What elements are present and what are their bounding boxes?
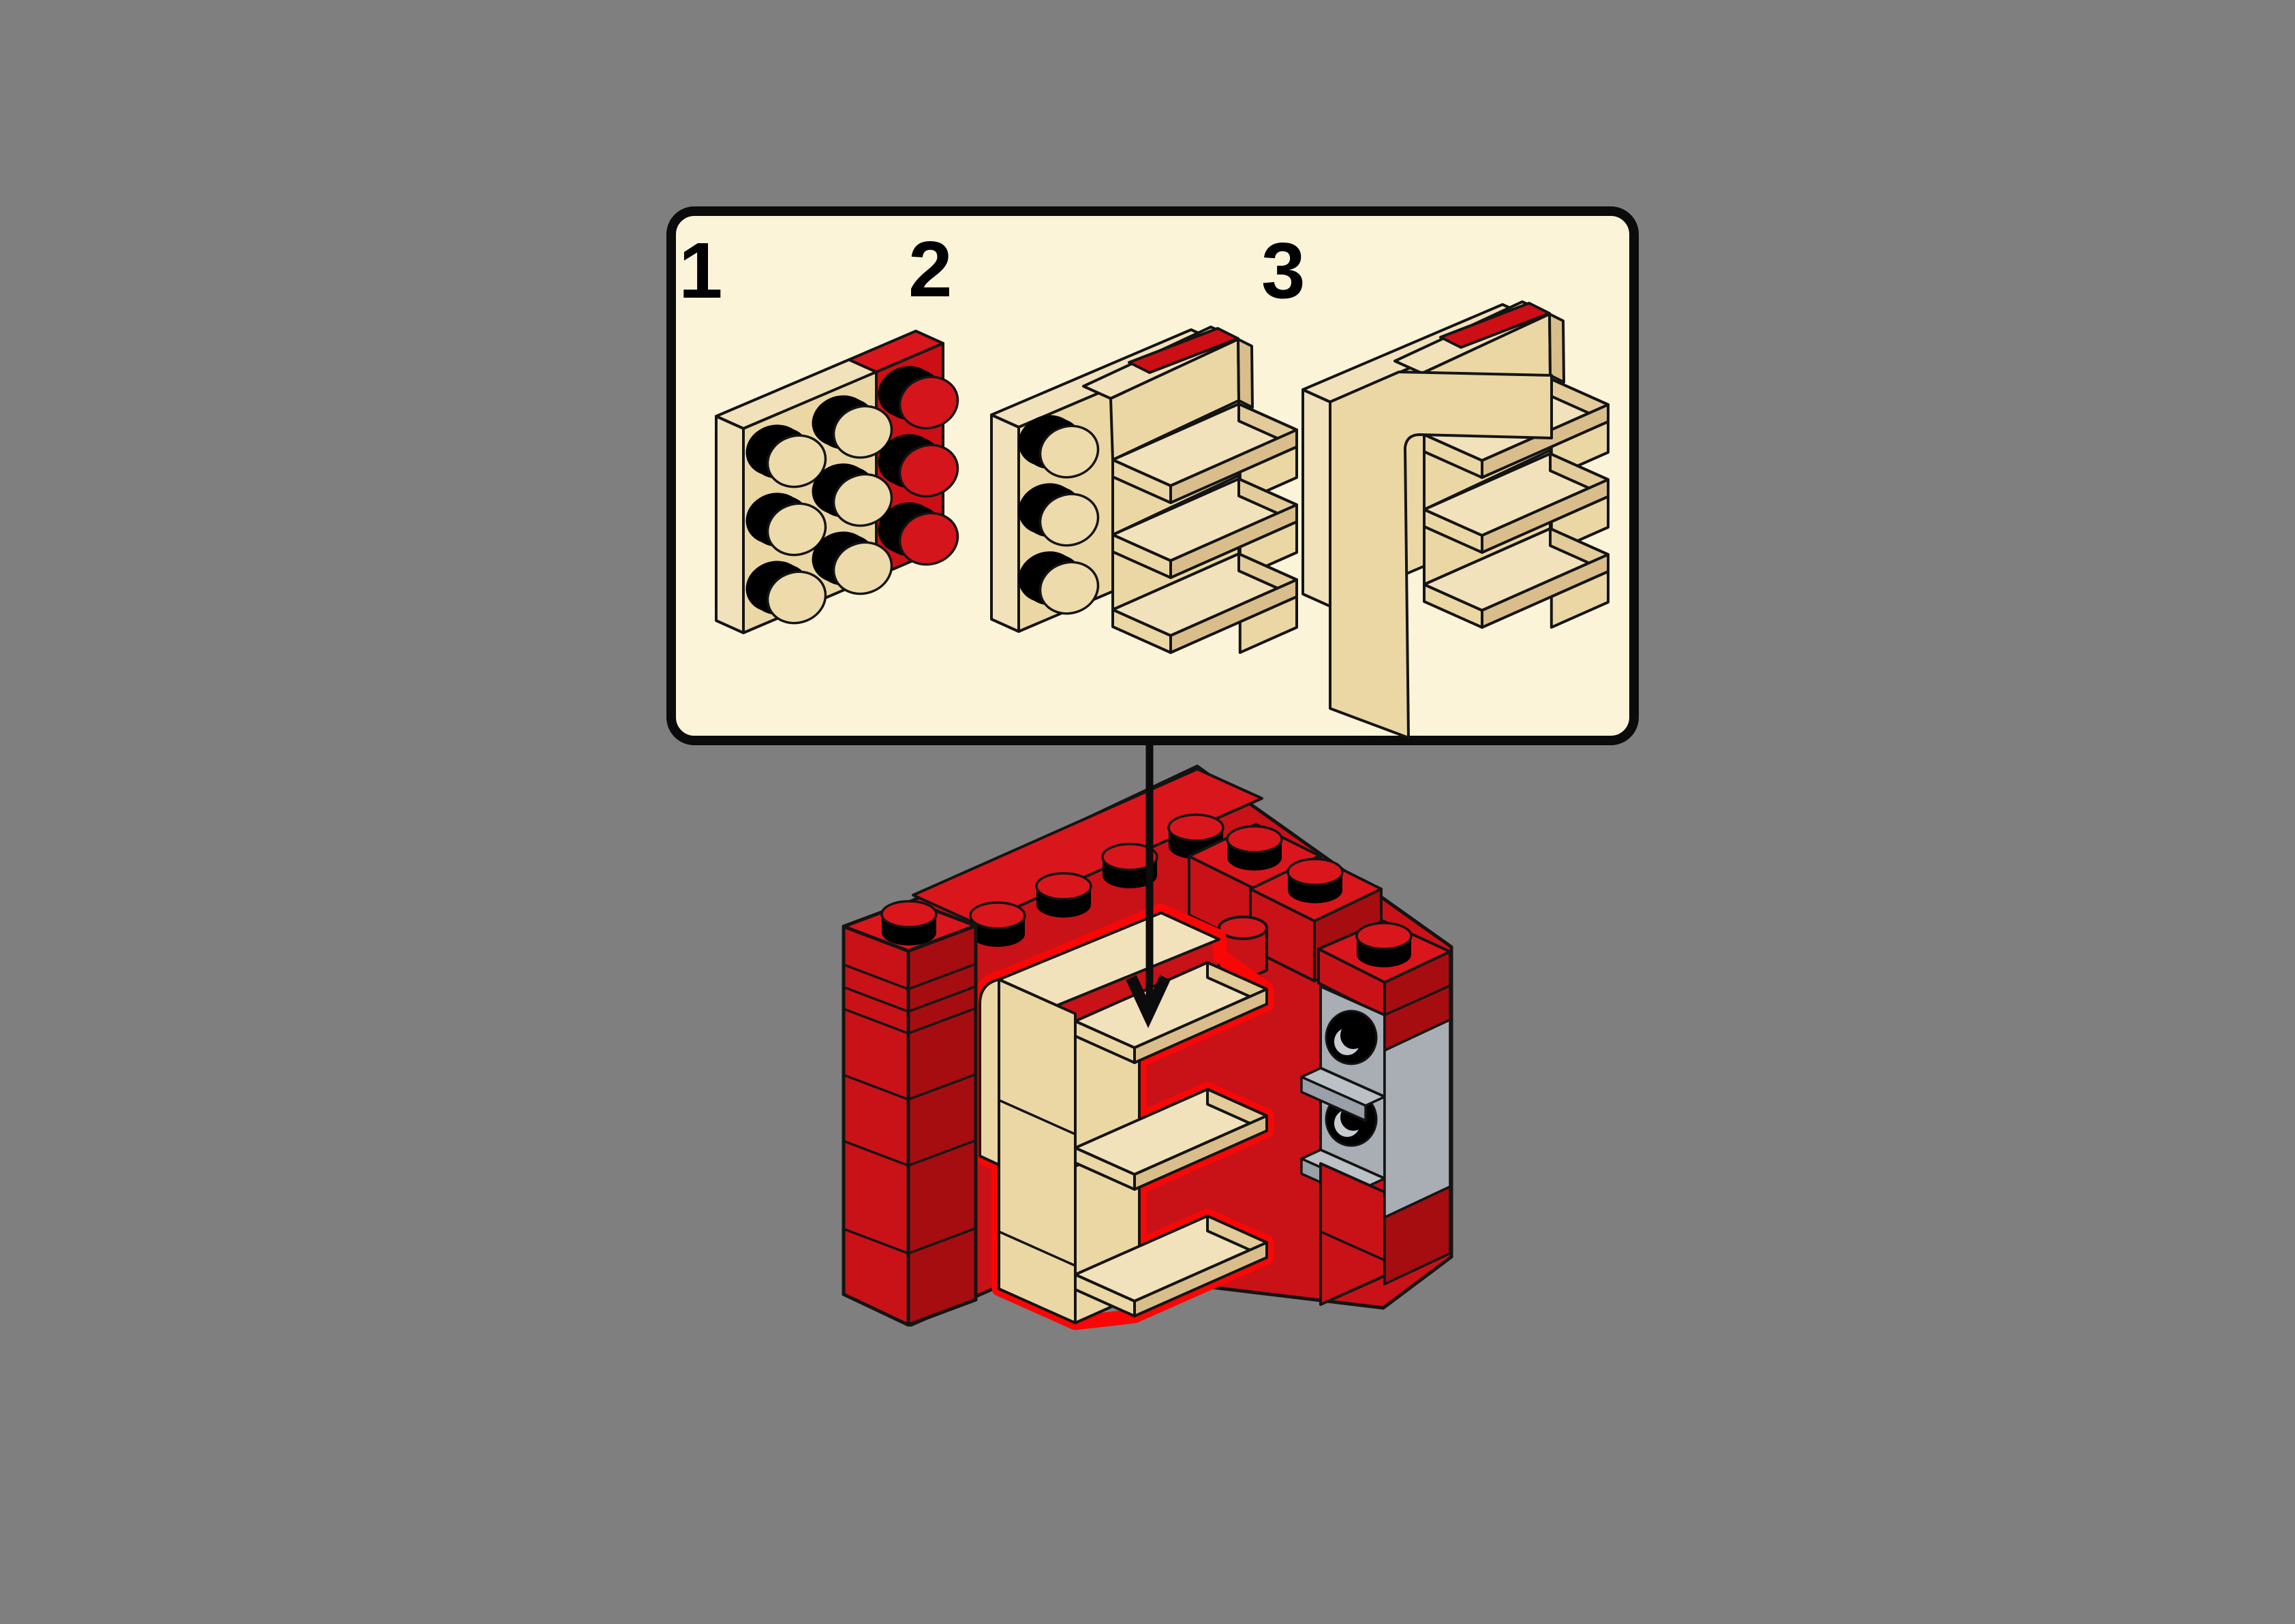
step-3-piece-shape: [1548, 313, 1565, 384]
placement-arrow: [1126, 745, 1171, 1029]
model-shape: [998, 978, 1077, 1324]
step-1-piece-shape: [766, 502, 827, 557]
model-shape: [908, 1073, 976, 1101]
model-shape: [969, 901, 1026, 930]
step-1-piece-shape: [715, 415, 745, 634]
step-2-piece-illustration: [990, 326, 1298, 654]
step-3-piece-shape: [1550, 570, 1609, 629]
model-shape: [1320, 1230, 1385, 1262]
step-1-piece-shape: [848, 330, 944, 373]
step-3-label: 3: [1261, 226, 1306, 315]
model-shape: [1167, 813, 1224, 842]
step-2-piece-shape: [1237, 338, 1254, 409]
model-shape: [843, 1140, 909, 1167]
step-2-piece-shape: [1038, 493, 1100, 547]
step-1-piece-shape: [832, 541, 893, 595]
model-shape: [1133, 1241, 1268, 1317]
step-1-piece-shape: [898, 512, 959, 566]
step-1-piece-shape: [832, 405, 893, 459]
step-1-piece-shape: [898, 375, 959, 430]
model-shape: [1101, 843, 1158, 871]
step-2-piece-shape: [1238, 595, 1298, 654]
model-shape: [908, 963, 976, 990]
step-2-label: 2: [908, 225, 953, 313]
model-shape: [1287, 858, 1344, 886]
model-shape: [843, 963, 909, 990]
step-3-piece-shape: [1301, 388, 1331, 608]
model-shape: [880, 900, 938, 928]
model-shape: [998, 1099, 1076, 1267]
model-shape: [1383, 1185, 1451, 1285]
step-1-piece-shape: [766, 434, 827, 488]
model-shape: [908, 1007, 976, 1035]
model-shape: [1133, 988, 1268, 1064]
step-2-piece-shape: [990, 413, 1020, 633]
step-3-piece-illustration: [1301, 300, 1609, 739]
step-1-piece-shape: [832, 473, 893, 527]
model-shape: [979, 978, 1003, 1166]
model-shape: [912, 768, 1263, 926]
model-shape: [843, 1074, 909, 1101]
model-shape: [908, 985, 976, 1013]
model-shape: [843, 1008, 909, 1035]
step-2-piece-shape: [1038, 561, 1100, 615]
step-1-label: 1: [679, 226, 723, 315]
step-2-piece-shape: [1038, 424, 1100, 479]
model-shape: [908, 1139, 976, 1167]
model-shape: [1035, 872, 1092, 901]
arrow-shape: [1126, 975, 1171, 1029]
step-1-piece-illustration: [715, 330, 959, 634]
model-shape: [908, 1227, 976, 1255]
step-1-piece-shape: [766, 570, 827, 625]
model-shape: [1340, 1022, 1366, 1049]
assembled-model-illustration: [842, 764, 1453, 1330]
model-shape: [1383, 1018, 1451, 1219]
model-shape: [843, 986, 909, 1013]
model-shape: [1355, 922, 1413, 950]
step-3-piece-shape: [1329, 371, 1553, 739]
model-shape: [1133, 1114, 1268, 1191]
model-shape: [1300, 1076, 1367, 1122]
model-shape: [843, 1228, 909, 1255]
model-shape: [1218, 916, 1268, 940]
step-1-piece-shape: [898, 443, 959, 498]
model-shape: [1226, 825, 1283, 854]
